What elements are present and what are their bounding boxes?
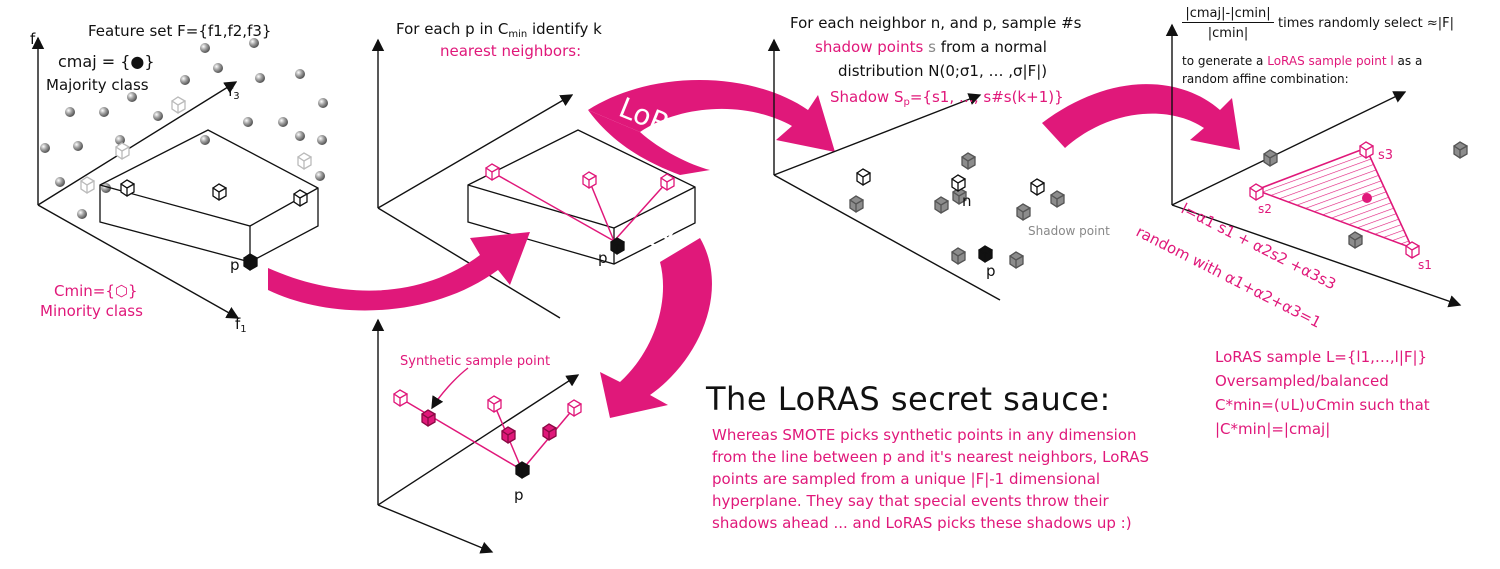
secret-sauce-title: The LoRAS secret sauce: [706,380,1111,418]
panel3-line2: shadow points s from a normal [815,38,1047,56]
nearest-neighbors-label: nearest neighbors: [440,42,582,60]
majority-points [40,38,328,219]
p-label-panel3: p [986,262,996,280]
s3-label: s3 [1378,148,1394,163]
panel4-line2: to generate a LoRAS sample point l as a [1182,54,1423,68]
feature-set-label: Feature set F={f1,f2,f3} [88,22,272,40]
panel1-axes [31,36,240,319]
panel3-axes [767,38,1001,301]
majority-class-label: Majority class [46,76,149,94]
times-label: times randomly select ≈|F| [1278,16,1455,31]
oversampled-label: Oversampled/balanced [1215,372,1389,390]
loras-sample-set: LoRAS sample L={l1,…,l|F|} [1215,348,1428,366]
s1-label: s1 [1418,258,1432,272]
cmin-star-label: C*min=(∪L)∪Cmin such that [1215,396,1430,414]
p-label-panel2: p [598,249,608,267]
cmaj-label: cmaj = {●} [58,52,155,71]
panel5-axes [371,318,580,554]
axis-label-f3: f3 [228,82,240,102]
arrow-p3-to-p4 [1042,84,1240,150]
panel3-line1: For each neighbor n, and p, sample #s [790,14,1082,32]
shadow-set-label: Shadow Sp={s1, …, s#s(k+1)} [830,88,1064,108]
axis-label-f1: f1 [235,315,247,335]
s2-label: s2 [1258,202,1272,216]
minority-class-label: Minority class [40,302,143,320]
fraction-denominator: |cmin| [1207,26,1249,41]
synthetic-sample-label: Synthetic sample point [400,354,551,369]
loras-sample-point [1362,193,1372,203]
panel4-line3: random affine combination: [1182,72,1349,86]
hyperplane-triangle [1253,146,1414,250]
arrow-p1-to-p2 [268,232,530,311]
cmin-label: Cmin={⬡} [54,282,138,300]
p-label-panel5: p [514,486,524,504]
panel3-line3: distribution N(0;σ1, … ,σ|F|) [838,62,1048,80]
loras-arrow [588,80,835,152]
panel1-box [99,129,319,263]
p-label-panel1: p [230,256,240,274]
smote-arrow [600,238,712,418]
shadow-point-label: Shadow point [1028,224,1110,238]
axis-label-f2: f2 [30,30,42,50]
neighbor-lines [491,171,668,242]
cmin-star-equals: |C*min|=|cmaj| [1215,420,1331,438]
n-label: n [962,192,972,210]
secret-sauce-body: Whereas SMOTE picks synthetic points in … [712,426,1150,532]
fraction-numerator: |cmaj|-|cmin| [1182,6,1274,23]
panel2-heading: For each p in Cmin identify k [396,20,602,40]
panel4-axes [1165,23,1462,308]
